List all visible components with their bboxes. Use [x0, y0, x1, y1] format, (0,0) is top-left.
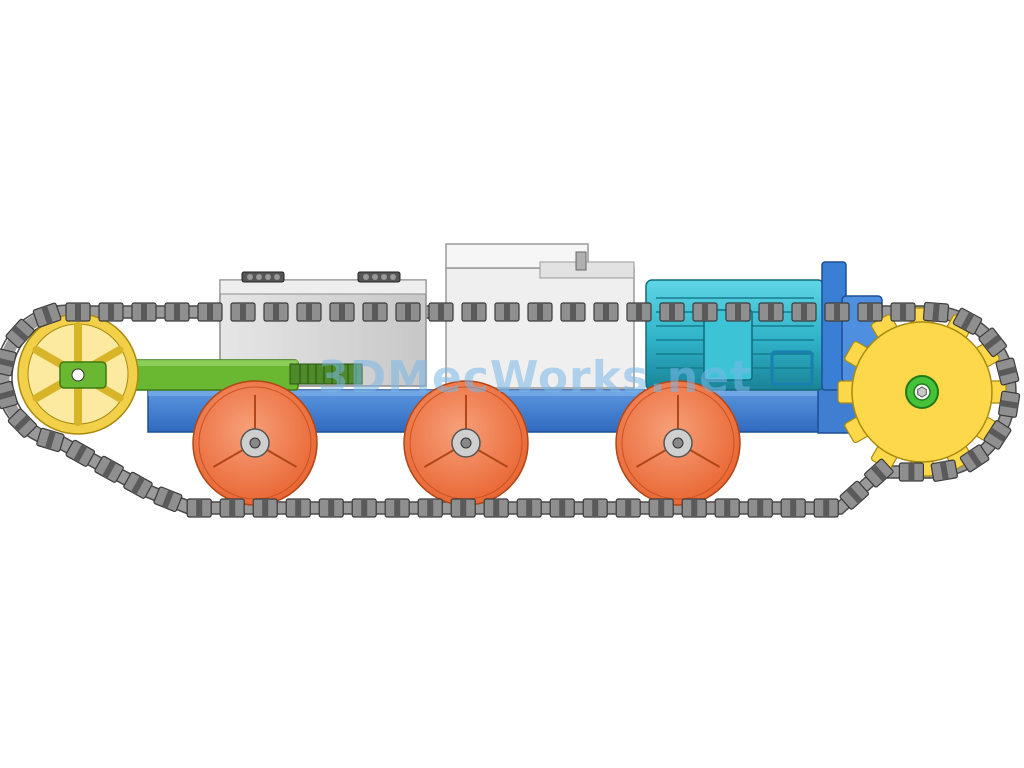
- idler-axle: [71, 368, 85, 382]
- track-pin: [207, 303, 213, 321]
- track-pin: [471, 303, 477, 321]
- drive-motor: [645, 261, 883, 391]
- track-pin: [757, 499, 764, 517]
- track-pin: [768, 303, 774, 321]
- track-pin: [625, 499, 632, 517]
- track-pin: [75, 303, 81, 321]
- track-pin: [834, 303, 840, 321]
- track-pin: [669, 303, 675, 321]
- track-pin: [141, 303, 147, 321]
- track-pin: [0, 357, 15, 368]
- track-pin: [504, 303, 510, 321]
- track-pin: [702, 303, 708, 321]
- track-pin: [361, 499, 368, 517]
- track-pin: [870, 464, 888, 482]
- track-pin: [932, 302, 940, 322]
- track-pin: [405, 303, 411, 321]
- battery-terminal-right: [357, 271, 401, 283]
- track-pin: [44, 430, 56, 450]
- track-pin: [427, 499, 434, 517]
- track-pin: [636, 303, 642, 321]
- track-pin: [691, 499, 698, 517]
- controller-box-step: [539, 261, 635, 279]
- track-pin: [161, 489, 175, 509]
- controller-box-body: [445, 267, 635, 389]
- track-pin: [537, 303, 543, 321]
- track-pin: [460, 499, 467, 517]
- track-pin: [735, 303, 741, 321]
- track-pin: [967, 449, 983, 468]
- track-pin: [131, 475, 145, 495]
- track-pin: [339, 303, 345, 321]
- track-pin: [0, 389, 16, 401]
- track-pin: [41, 305, 53, 325]
- track-pin: [570, 303, 576, 321]
- track-pin: [724, 499, 731, 517]
- track-pin: [372, 303, 378, 321]
- track-pin: [592, 499, 599, 517]
- battery-box-lid: [219, 279, 427, 295]
- track-pin: [11, 325, 29, 342]
- track-pin: [196, 499, 203, 517]
- track-pin: [273, 303, 279, 321]
- track-pin: [394, 499, 401, 517]
- controller-connector: [575, 251, 587, 271]
- track-pin: [908, 463, 915, 481]
- track-pin: [801, 303, 807, 321]
- track-pin: [988, 427, 1007, 443]
- track-pin: [108, 303, 114, 321]
- track-pin: [229, 499, 236, 517]
- track-pin: [13, 414, 31, 432]
- track-pin: [73, 443, 88, 463]
- controller-box: [445, 243, 635, 389]
- track-pin: [997, 366, 1017, 377]
- track-lugs-front: [0, 301, 1021, 518]
- track-pin: [999, 399, 1019, 409]
- track-pin: [939, 461, 949, 481]
- road-wheel-2: [403, 380, 529, 506]
- track-pin: [603, 303, 609, 321]
- track-pin: [900, 303, 906, 321]
- track-pin: [960, 311, 975, 331]
- track-pin: [493, 499, 500, 517]
- road-wheel-1: [192, 380, 318, 506]
- road-wheel-3: [615, 380, 741, 506]
- track-pin: [867, 303, 873, 321]
- track-pin: [790, 499, 797, 517]
- track-pin: [102, 459, 117, 479]
- track-pin: [438, 303, 444, 321]
- track-pin: [174, 303, 180, 321]
- tensioner-thread: [299, 364, 357, 384]
- track-pin: [983, 334, 1002, 351]
- track-pin: [658, 499, 665, 517]
- tensioner-screw: [289, 363, 363, 385]
- battery-terminal-left: [241, 271, 285, 283]
- motor-mount-bracket: [770, 350, 814, 386]
- track-pin: [295, 499, 302, 517]
- track-pin: [559, 499, 566, 517]
- tensioner-arm-highlight: [66, 360, 298, 366]
- track-pin: [846, 486, 863, 504]
- track-pin: [262, 499, 269, 517]
- track-pin: [306, 303, 312, 321]
- track-pin: [823, 499, 830, 517]
- track-pin: [240, 303, 246, 321]
- track-pin: [328, 499, 335, 517]
- track-pin: [526, 499, 533, 517]
